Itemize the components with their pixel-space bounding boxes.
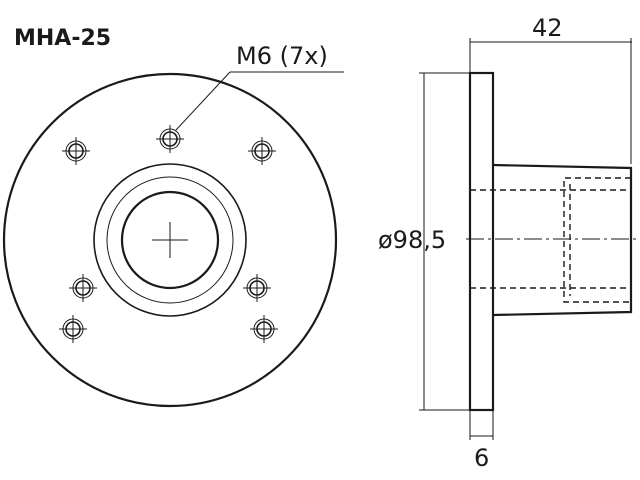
model-title: MHA-25 [14,26,111,51]
bolt-hole [69,274,97,302]
bolt-hole [248,137,276,165]
width-dimension: 42 [469,14,632,164]
bolt-hole [156,125,184,153]
side-view [466,71,640,412]
thread-label: M6 (7x) [236,42,328,70]
inner-recess-hidden [563,177,631,303]
flange-dimension: 6 [469,411,494,472]
flange-plate [468,71,495,412]
outer-flange-circle [2,72,338,408]
diameter-label: ø98,5 [378,226,446,254]
front-view: M6 (7x) [2,42,344,408]
throat-circle [120,190,220,290]
hub-outer-circle [93,163,247,317]
width-label: 42 [532,14,563,42]
diameter-dimension: ø98,5 [378,72,469,411]
bolt-hole [62,137,90,165]
flange-label: 6 [474,444,489,472]
bolt-hole [250,315,278,343]
thread-leader-line [175,71,231,131]
bolt-hole [243,274,271,302]
cone-body-outline [492,163,633,317]
bolt-hole [59,315,87,343]
hub-chamfer-circle [106,176,234,304]
